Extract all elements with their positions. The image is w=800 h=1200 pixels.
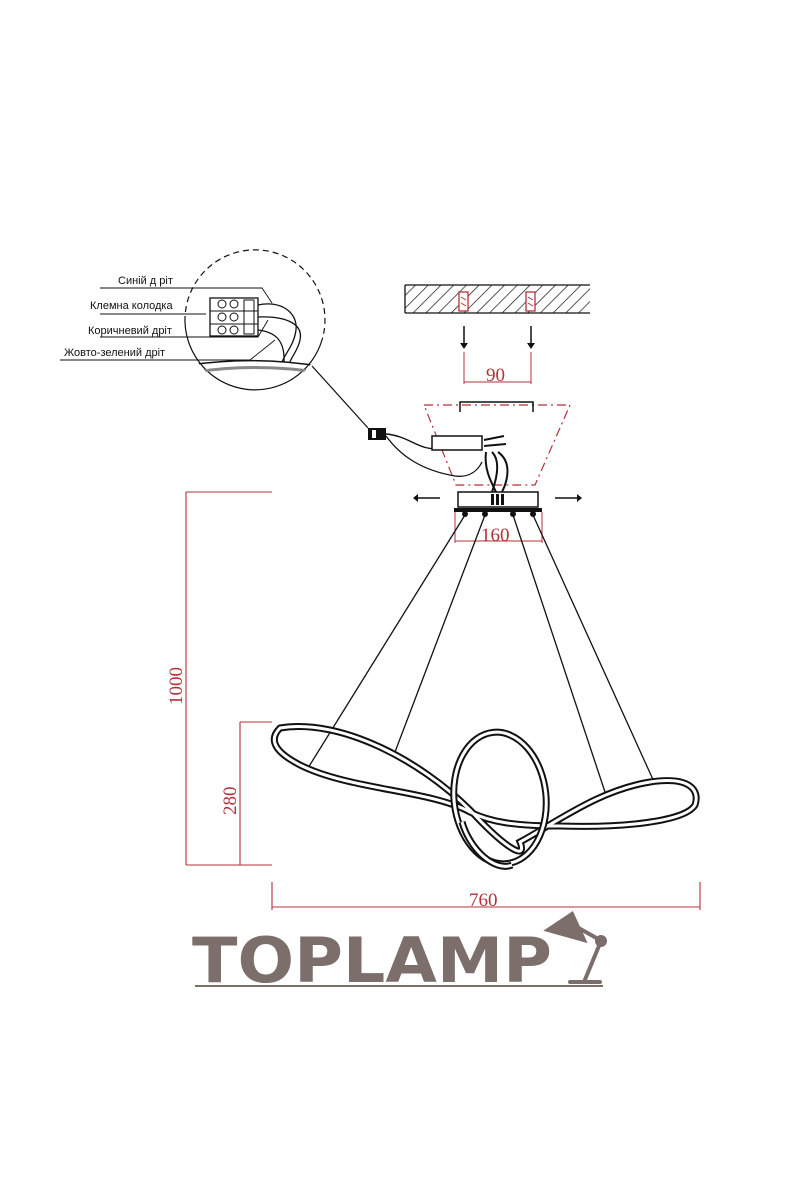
width-dimension (271, 882, 701, 910)
ring-height-dimension: 280 (220, 787, 241, 816)
connector-icon (368, 428, 386, 440)
canopy-width-dimension: 160 (481, 525, 510, 546)
height-dimensions (185, 491, 272, 866)
blue-wire-label: Синій д pіт (118, 275, 173, 287)
toplamp-logo: TOPLAMP (192, 911, 607, 997)
mount-spacing-dimension: 90 (486, 365, 505, 386)
ceiling-mount: 90 (404, 284, 590, 386)
terminal-block-icon (209, 297, 259, 337)
wall-anchor-icon (458, 291, 536, 312)
total-width-dimension: 760 (469, 890, 498, 911)
brown-wire-label: Коричневий дріт (88, 325, 172, 337)
screw-icon (460, 326, 535, 349)
terminal-block-label: Клемна колодка (90, 300, 173, 312)
suspension-cables (307, 514, 656, 793)
ground-wire-label: Жовто-зелений дріт (64, 347, 165, 359)
driver-assembly: 160 (368, 401, 582, 546)
wiring-detail: Синій д pіт Клемна колодка Коричневий др… (60, 249, 369, 429)
total-height-dimension: 1000 (166, 667, 187, 705)
canopy-screw-icon (413, 494, 582, 502)
logo-text: TOPLAMP (192, 924, 552, 997)
desk-lamp-icon (543, 911, 607, 984)
ribbon-luminaire (270, 723, 700, 870)
